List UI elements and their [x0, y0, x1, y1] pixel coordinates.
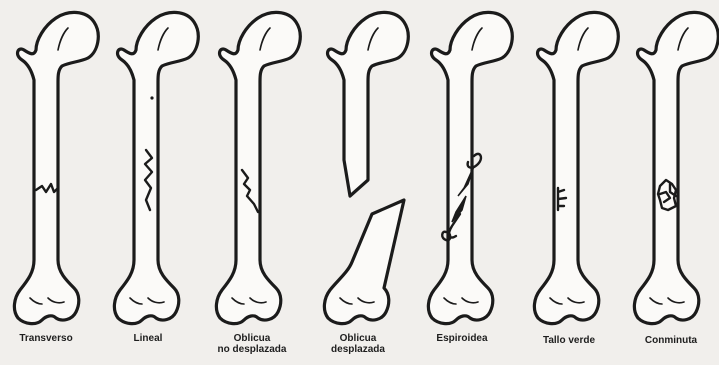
distal-fragment	[324, 200, 404, 324]
femur-espiroidea	[428, 12, 512, 323]
femur-transverso	[14, 12, 98, 323]
proximal-fragment	[328, 12, 409, 196]
nutrient-dot	[150, 96, 153, 99]
label-conminuta: Conminuta	[628, 335, 714, 346]
femur-oblicua-no-desplazada	[216, 12, 300, 323]
label-lineal: Lineal	[108, 333, 188, 344]
label-espiroidea: Espiroidea	[420, 333, 504, 344]
label-oblicua-desplazada: Oblicua desplazada	[316, 333, 400, 355]
femur-conminuta	[634, 12, 718, 323]
femur-tallo-verde	[534, 12, 618, 323]
femur-lineal	[114, 12, 198, 323]
label-transverso: Transverso	[4, 333, 88, 344]
label-tallo-verde: Tallo verde	[524, 335, 614, 346]
femur-oblicua-desplazada	[324, 12, 408, 323]
label-oblicua-no-desplazada: Oblicua no desplazada	[204, 333, 300, 355]
